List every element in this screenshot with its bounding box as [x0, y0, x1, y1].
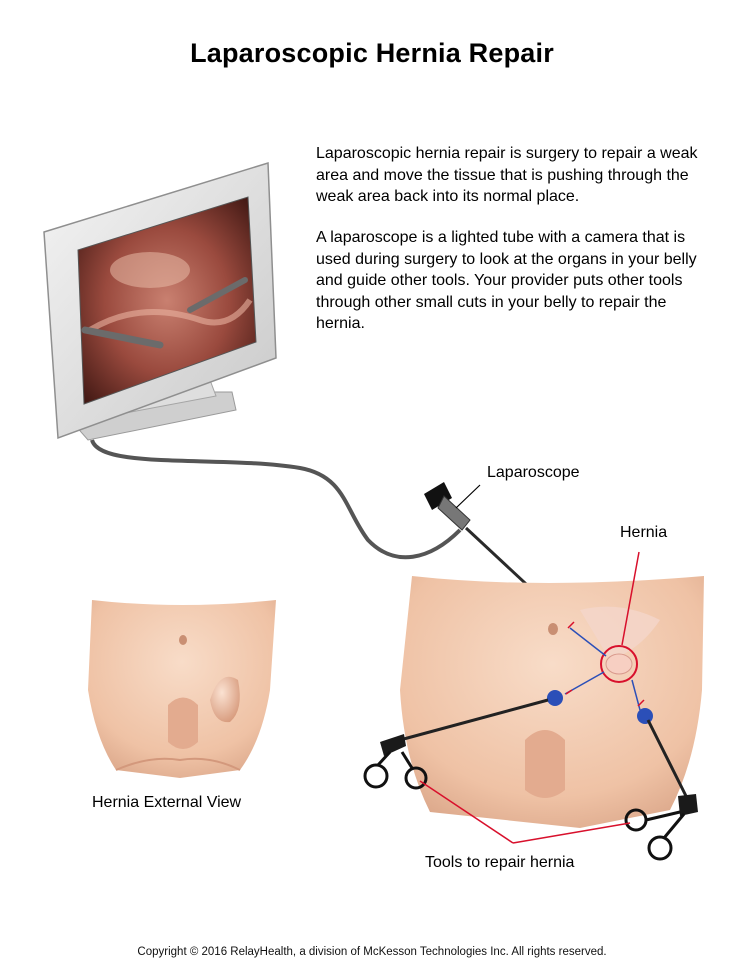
laparoscope-label: Laparoscope: [487, 464, 580, 481]
page-title: Laparoscopic Hernia Repair: [190, 38, 554, 68]
tools-pointer-left: [419, 780, 514, 844]
external-view-label: Hernia External View: [92, 794, 242, 811]
laparoscope-pointer: [455, 484, 481, 509]
hernia-circle: [600, 645, 638, 683]
monitor-screen: [77, 196, 257, 405]
right-surgical-tool: [624, 719, 698, 861]
tool-tip-left: [547, 690, 563, 706]
hernia-pointer: [621, 551, 640, 646]
left-surgical-tool: [363, 698, 549, 790]
hernia-label: Hernia: [620, 524, 668, 541]
hernia-bulge: [210, 676, 240, 723]
camera-cable: [90, 439, 462, 560]
external-view-figure: [88, 600, 276, 778]
laparoscope-paragraph: A laparoscope is a lighted tube with a c…: [316, 229, 697, 332]
tools-label: Tools to repair hernia: [425, 854, 575, 871]
tool-tip-right: [637, 708, 653, 724]
tools-pointer-right: [512, 822, 631, 844]
monitor: [43, 161, 277, 441]
copyright-notice: Copyright © 2016 RelayHealth, a division…: [137, 946, 607, 958]
intro-paragraph: Laparoscopic hernia repair is surgery to…: [316, 145, 698, 205]
